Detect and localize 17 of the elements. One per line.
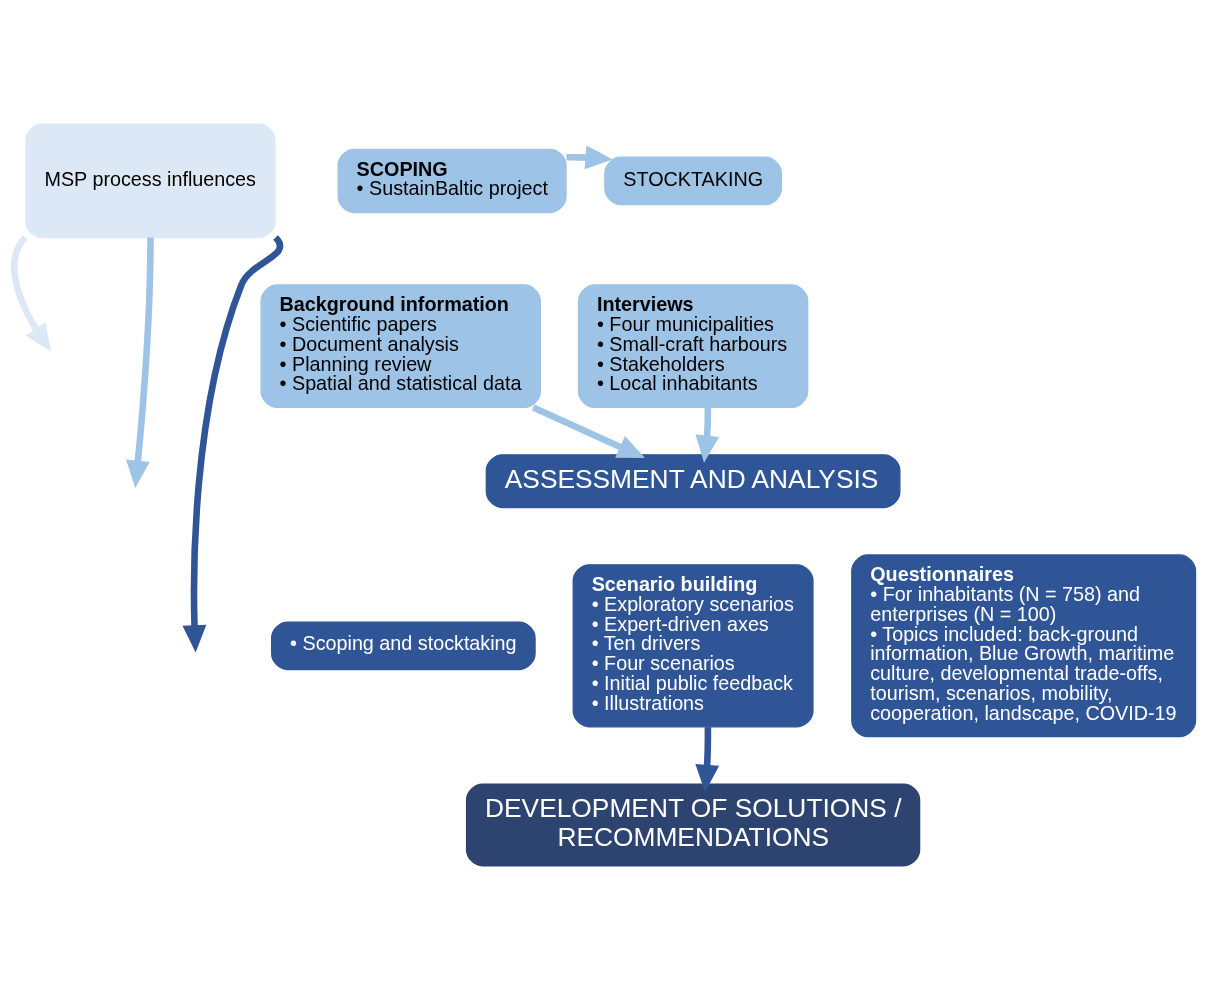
arrow	[566, 144, 613, 169]
node-box: Background information • Scientific papers • Document analysis • Planning review • Spatial and statistical data	[260, 283, 541, 408]
arrow	[531, 404, 645, 458]
node-box: SCOPING • SustainBaltic project	[337, 148, 567, 213]
node-box: Interviews • Four municipalities • Small-craft harbours • Stakeholders • Local inhabitants	[577, 283, 809, 408]
node-box: Questionnaires • For inhabitants (N = 758) and enterprises (N = 100) • Topics included: back-ground information, Blue Growth, maritime culture, developmental trade-offs, tourism, scenarios, mobility, cooperation, landscape, COVID-19	[851, 553, 1197, 737]
node-box: STOCKTAKING	[604, 156, 782, 205]
arrow	[182, 235, 284, 652]
node-box: MSP process influences	[25, 123, 276, 238]
node-box: Scenario building • Exploratory scenarios • Expert-driven axes • Ten drivers • Four scenarios • Initial public feedback • Illustrations	[572, 563, 814, 727]
node-box: ASSESSMENT AND ANALYSIS	[485, 453, 901, 508]
arrow	[126, 237, 154, 488]
arrow	[10, 235, 51, 351]
arrow	[695, 406, 720, 463]
node-box: DEVELOPMENT OF SOLUTIONS / RECOMMENDATIONS	[465, 782, 921, 866]
arrow	[695, 726, 720, 792]
node-box: • Scoping and stocktaking	[271, 620, 536, 670]
